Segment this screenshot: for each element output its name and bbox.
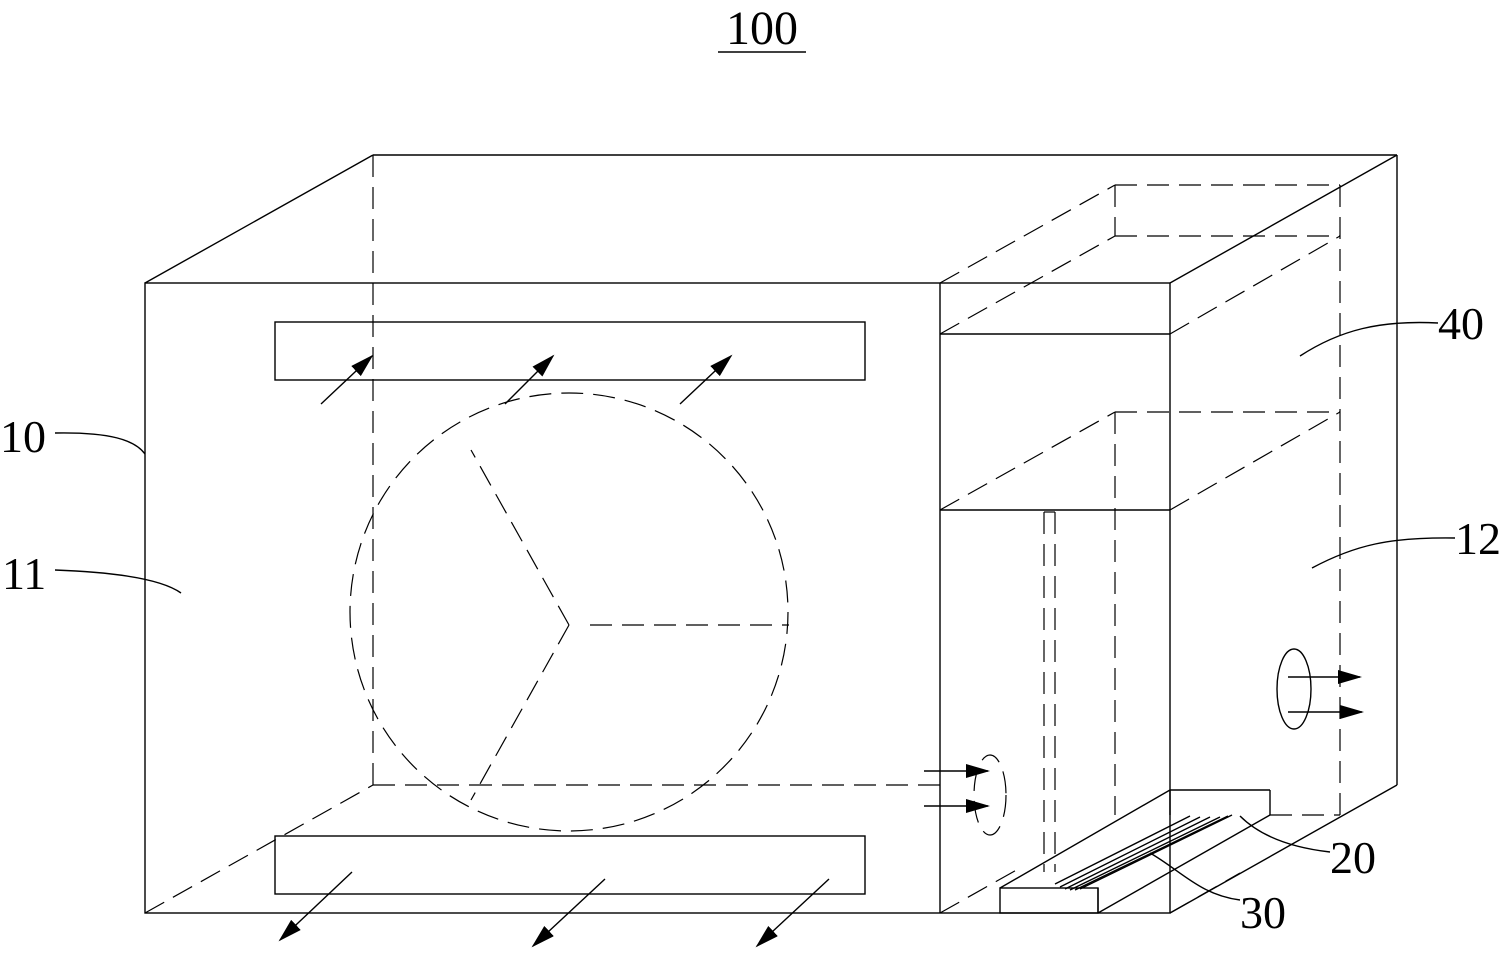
leader-lines	[54, 321, 1456, 901]
label-second-chamber: 12	[1455, 513, 1501, 564]
bottom-vent-arrows	[278, 871, 830, 948]
label-water-tray: 20	[1330, 832, 1376, 883]
label-housing: 10	[0, 411, 46, 462]
label-first-chamber: 11	[2, 548, 46, 599]
inlet-opening	[973, 754, 1007, 836]
inlet-arrows	[924, 764, 990, 813]
figure-number: 100	[726, 2, 798, 55]
label-grille: 30	[1240, 887, 1286, 938]
label-partition: 40	[1438, 298, 1484, 349]
water-tray	[999, 789, 1271, 914]
grille	[1054, 814, 1233, 891]
outlet-arrows	[1288, 670, 1364, 719]
top-vent-arrows	[320, 354, 733, 405]
top-vent	[274, 321, 866, 381]
bottom-vent	[274, 835, 866, 895]
second-chamber-front	[939, 283, 1170, 913]
fan	[349, 392, 789, 832]
partition-hidden-lines	[939, 184, 1341, 914]
outlet-opening	[1276, 648, 1312, 730]
housing-box	[144, 154, 1398, 914]
